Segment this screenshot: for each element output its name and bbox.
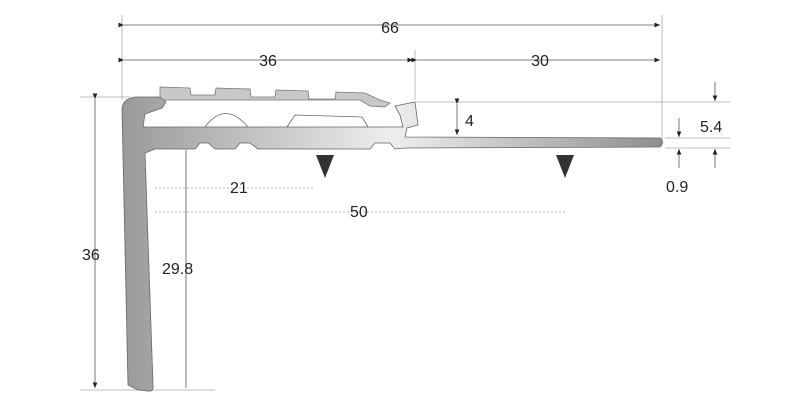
hole-offset-lines — [155, 187, 565, 213]
tread-insert — [159, 86, 391, 108]
dim-total-width-label: 66 — [381, 20, 399, 37]
anchor-marker-2 — [556, 155, 574, 178]
anchor-marker-1 — [316, 155, 334, 178]
ridge-arc — [204, 113, 249, 128]
dim-tread-width-label: 36 — [259, 53, 277, 70]
dim-step-label: 4 — [465, 113, 474, 130]
dim-flange-thickness-label: 0.9 — [666, 179, 688, 196]
dim-flange-width-label: 30 — [531, 53, 549, 70]
dimension-lines — [92, 22, 718, 388]
dim-total-thickness-label: 5.4 — [700, 119, 722, 136]
extension-lines — [80, 15, 730, 391]
dim-inner-height-label: 29.8 — [162, 261, 193, 278]
dim-hole-offset-2-label: 50 — [350, 204, 368, 221]
dim-height-label: 36 — [82, 247, 100, 264]
aluminium-profile — [121, 96, 663, 392]
dim-hole-offset-1-label: 21 — [230, 180, 248, 197]
ridge-trapezoid — [286, 114, 369, 128]
markers — [316, 155, 574, 178]
